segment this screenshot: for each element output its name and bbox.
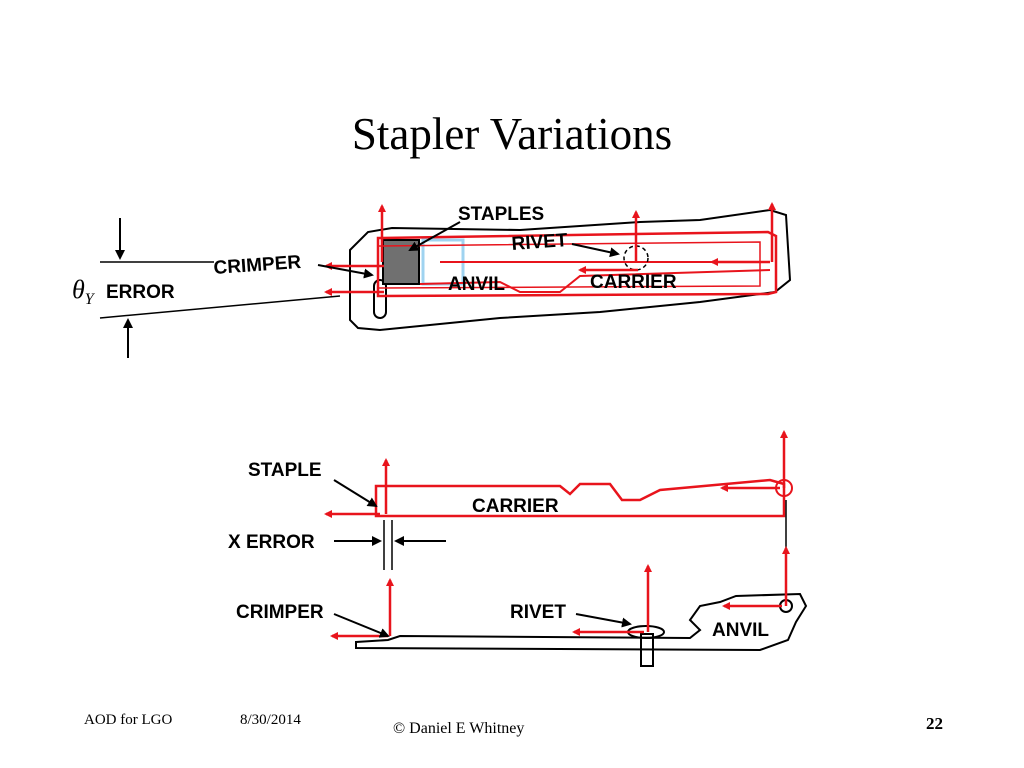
label-carrier-top: CARRIER: [590, 272, 677, 293]
label-staples: STAPLES: [458, 204, 544, 225]
footer-course: AOD for LGO: [84, 712, 173, 728]
label-x-error: X ERROR: [228, 532, 315, 553]
label-crimper-bottom: CRIMPER: [236, 602, 324, 623]
footer-date: 8/30/2014: [240, 712, 301, 728]
top-anvil-profile: [419, 269, 771, 293]
label-rivet-top: RIVET: [511, 230, 569, 255]
bottom-stapler-diagram: STAPLE CARRIER X ERROR CRIMPER RIVET ANV…: [228, 430, 808, 667]
label-rivet-bottom: RIVET: [510, 602, 566, 623]
slide-number: 22: [926, 714, 943, 733]
label-anvil-bottom: ANVIL: [712, 620, 769, 641]
top-stapler-diagram: θY STAPLES RIVET CRIMPER ANVIL CARRIER E…: [72, 202, 792, 358]
slide-title: Stapler Variations: [351, 109, 673, 159]
top-carrier-frame: [376, 230, 778, 298]
footer-copyright: © Daniel E Whitney: [393, 720, 525, 737]
label-crimper-top: CRIMPER: [213, 252, 302, 279]
top-hinge-slot: [373, 279, 387, 319]
leader-crimper: [317, 264, 374, 279]
leader-staples: [408, 221, 461, 251]
label-error: ERROR: [106, 282, 175, 303]
theta-y-symbol: θY: [72, 275, 96, 308]
error-ref-line-bottom: [99, 295, 341, 319]
top-carrier-inner: [377, 241, 761, 289]
leader-crimper-bottom: [333, 613, 390, 638]
bottom-rivet-shank: [640, 633, 654, 667]
label-staple: STAPLE: [248, 460, 322, 481]
leader-rivet-bottom: [575, 613, 632, 628]
leader-rivet: [571, 243, 620, 258]
label-carrier-bottom: CARRIER: [472, 496, 559, 517]
bottom-carrier-outline: [374, 478, 786, 518]
bottom-base-outline: [355, 592, 808, 652]
label-anvil-top: ANVIL: [448, 274, 505, 295]
leader-staple: [333, 479, 378, 508]
top-stapler-body-outline: [349, 208, 792, 332]
